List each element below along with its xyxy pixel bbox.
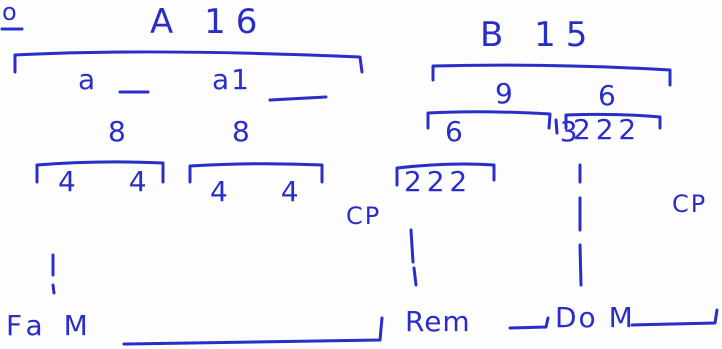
a-sub-label-1: a [78, 63, 106, 96]
a-value-2: 8 [232, 115, 260, 148]
underline-a1 [268, 95, 328, 102]
top-left-mark: o [2, 0, 21, 26]
a-split-2: 4 4 [210, 175, 321, 208]
group-a-label: A 16 [150, 2, 268, 42]
b-split-6-3: 6 3 [445, 115, 622, 148]
cp-left-label: CP [346, 202, 382, 230]
dash-dom [578, 163, 583, 287]
bottom-line-rem [508, 316, 550, 330]
cp-right-label: CP [672, 190, 708, 218]
a-sub-label-2: a1 [212, 63, 251, 96]
bracket-a-right [188, 162, 324, 184]
b-split-222-lower: 2 2 2 [404, 165, 467, 198]
b-split-222-upper: 2 2 2 [573, 113, 636, 146]
bottom-fa-m-label: Fa M [6, 309, 94, 342]
bottom-line-dom [630, 308, 719, 327]
dash-rem [409, 228, 418, 287]
bracket-b6 [564, 112, 662, 130]
bracket-b222 [395, 162, 496, 187]
bottom-do-m-label: Do M [555, 301, 635, 334]
b-value-6: 6 [598, 79, 626, 112]
a-split-1: 4 4 [58, 165, 169, 198]
bottom-line-fam [122, 316, 384, 346]
bracket-a-left [35, 160, 165, 184]
a-value-1: 8 [108, 115, 136, 148]
group-b-label: B 15 [480, 15, 598, 55]
bracket-a [13, 50, 364, 74]
bracket-b [431, 63, 672, 87]
bottom-rem-label: Rem [405, 305, 471, 338]
dash-left [51, 253, 56, 295]
bracket-b9 [426, 110, 552, 130]
tick-b [554, 118, 559, 135]
b-value-9: 9 [495, 77, 523, 110]
